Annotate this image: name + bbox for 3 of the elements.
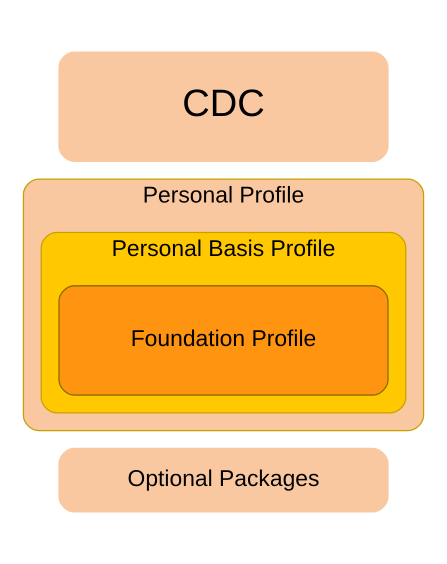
node-box: CDC [58,51,389,162]
node-box: Foundation Profile [58,285,389,396]
node-box: Optional Packages [58,448,389,513]
